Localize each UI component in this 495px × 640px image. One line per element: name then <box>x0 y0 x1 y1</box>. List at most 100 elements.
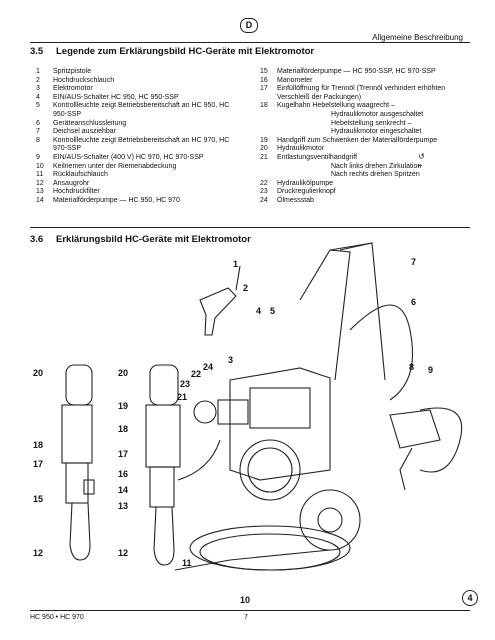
legend-item-number: 21 <box>260 153 268 161</box>
legend-item-number: 6 <box>36 119 40 127</box>
legend-item-text: Rücklaufschlauch <box>53 171 108 179</box>
legend-item-text: Materialförderpumpe — HC 950-SSP, HC 970… <box>277 68 436 75</box>
callout-17-left: 17 <box>33 459 44 469</box>
spray-icon: ⌐ <box>418 161 423 170</box>
callout-14: 14 <box>118 485 129 495</box>
legend-item-text: Elektromotor <box>53 85 93 93</box>
callout-10: 10 <box>240 595 251 605</box>
left-intake-tube <box>69 502 91 561</box>
legend-item: Nach links drehen Zirkulation <box>260 163 470 172</box>
footer-model: HC 950 • HC 970 <box>30 614 84 621</box>
legend-item: 18 Kugelhahn Hebelstellung waagrecht – <box>260 102 470 111</box>
legend-item-text: Geräteanschlussleitung <box>53 119 127 127</box>
legend-item: 13 Hochdruckfilter <box>36 188 236 197</box>
callout-8: 8 <box>409 362 415 372</box>
callout-17-middle: 17 <box>118 449 129 459</box>
legend-item-number: 2 <box>36 76 40 84</box>
callout-5: 5 <box>270 306 276 316</box>
legend-item: 16 Manometer <box>260 77 470 86</box>
legend-item-text: Nach rechts drehen Spritzen <box>331 171 420 179</box>
legend-item-text: Handgriff zum Schwenken der Materialförd… <box>277 136 438 144</box>
manometer-gauge <box>193 400 217 424</box>
legend-item: Hydraulikmotor ausgeschaltet <box>260 111 470 120</box>
callout-6: 6 <box>411 297 417 307</box>
legend-item-number: 4 <box>36 93 40 101</box>
callout-3: 3 <box>228 355 234 365</box>
left-filter <box>65 462 89 504</box>
legend-item-text: Kugelhahn Hebelstellung waagrecht – <box>277 102 395 110</box>
callout-20-middle: 20 <box>118 368 129 378</box>
callout-11: 11 <box>182 558 192 568</box>
callout-22: 22 <box>191 369 202 379</box>
legend-item-text: Hochdruckfilter <box>53 188 100 196</box>
left-pump-body <box>61 404 93 464</box>
legend-item-text: Nach links drehen Zirkulation <box>331 162 422 170</box>
legend-item-number: 3 <box>36 85 40 93</box>
legend-item-number: 1 <box>36 68 40 75</box>
legend-item: 4 EIN/AUS-Schalter HC 950, HC 950-SSP <box>36 94 236 103</box>
section-36-number: 3.6 <box>30 234 44 245</box>
legend-right-column: 15 Materialförderpumpe — HC 950-SSP, HC 9… <box>260 68 470 206</box>
section-header: Allgemeine Beschreibung <box>372 33 463 42</box>
wheel-right <box>299 489 361 551</box>
circulation-icon: ↺ <box>418 152 425 161</box>
language-badge: D <box>240 18 258 33</box>
middle-hydraulic-motor <box>149 364 179 406</box>
callout-23: 23 <box>180 379 191 389</box>
callout-7: 7 <box>411 257 417 267</box>
legend-item-number: 24 <box>260 196 268 204</box>
legend-item-text: Ölmessstab <box>277 196 314 204</box>
legend-item-text: Manometer <box>277 76 313 84</box>
legend-item-number: 19 <box>260 136 268 144</box>
legend-item: Hydraulikmotor eingeschaltet <box>260 128 470 137</box>
callout-1: 1 <box>233 259 239 269</box>
legend-item-text: Kontrollleuchte zeigt Betriebsbereitscha… <box>53 136 230 153</box>
legend-item-number: 22 <box>260 179 268 187</box>
legend-item-number: 5 <box>36 102 40 110</box>
legend-item-number: 15 <box>260 68 268 75</box>
fan-cover <box>239 439 301 501</box>
legend-item-text: Kontrollleuchte zeigt Betriebsbereitscha… <box>53 102 230 118</box>
middle-intake-tube <box>153 506 175 566</box>
legend-item-number: 20 <box>260 145 268 153</box>
legend-item: 3 Elektromotor <box>36 85 236 94</box>
legend-item: Nach rechts drehen Spritzen <box>260 171 470 180</box>
legend-item-number: 18 <box>260 102 268 110</box>
callout-15: 15 <box>33 494 44 504</box>
legend-item-number: 8 <box>36 136 40 144</box>
callout-2: 2 <box>243 283 249 293</box>
legend-item: 8 Kontrollleuchte zeigt Betriebsbereitsch… <box>36 137 236 154</box>
frame-handle <box>299 249 351 381</box>
legend-item-text: Einfüllöffnung für Trennöl (Trennöl verh… <box>277 85 446 101</box>
callout-20-left: 20 <box>33 368 44 378</box>
legend-item-text: Druckregulierknopf <box>277 188 336 196</box>
legend-item-number: 14 <box>36 196 44 204</box>
legend-item-text: Hydraulikmotor ausgeschaltet <box>331 110 424 118</box>
legend-item-number: 12 <box>36 179 44 187</box>
legend-item-number: 7 <box>36 128 40 136</box>
callout-24: 24 <box>203 362 214 372</box>
switch-box <box>389 409 441 449</box>
legend-item-text: EIN/AUS-Schalter HC 950, HC 950-SSP <box>53 93 179 101</box>
section-rule <box>30 227 470 228</box>
middle-pump-body <box>145 404 181 468</box>
legend-item-number: 13 <box>36 188 44 196</box>
middle-filter <box>149 466 175 508</box>
legend-item: 21 Entlastungsventilhandgriff <box>260 154 470 163</box>
section-35-number: 3.5 <box>30 46 44 57</box>
legend-item-text: Hydraulikmotor eingeschaltet <box>331 128 422 136</box>
callout-13: 13 <box>118 501 129 511</box>
legend-item-text: Spritzpistole <box>53 68 92 75</box>
legend-item-text: Entlastungsventilhandgriff <box>277 153 358 161</box>
legend-item-text: EIN/AUS-Schalter (400 V) HC 970, HC 970-… <box>53 153 204 161</box>
footer-page-number: 7 <box>244 614 248 621</box>
legend-item-number: 16 <box>260 76 268 84</box>
